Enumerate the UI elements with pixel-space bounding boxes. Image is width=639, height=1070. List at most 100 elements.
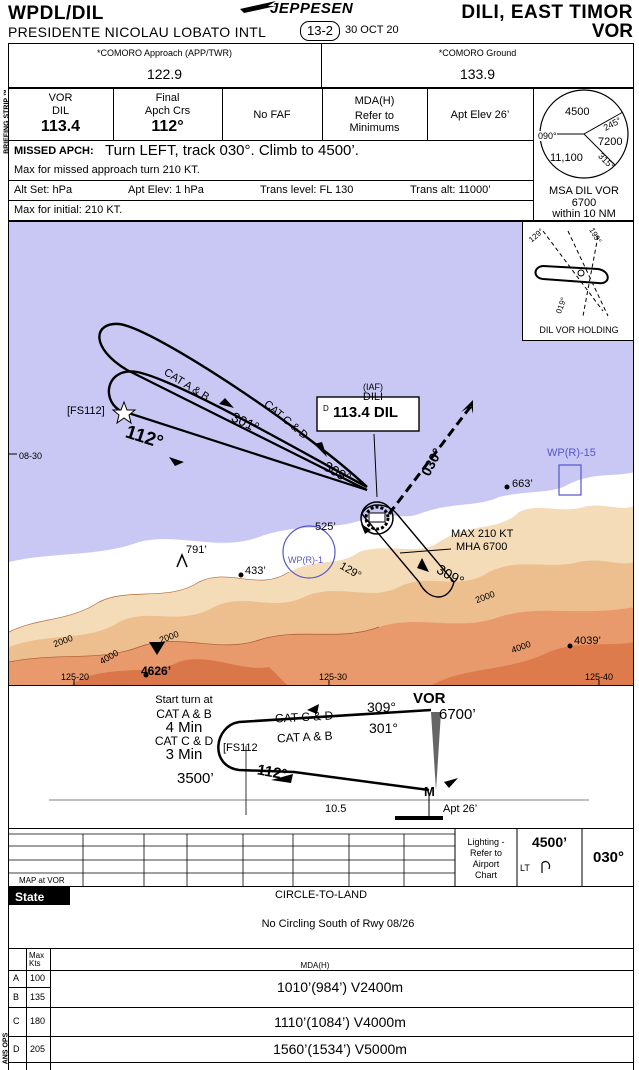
mda-title: MDA(H): [354, 95, 395, 107]
faf-text: No FAF: [253, 109, 291, 121]
briefing-col-1: [113, 88, 114, 140]
profile-view: Start turn at CAT A & B 4 Min CAT C & D …: [8, 686, 634, 829]
fs112-label: [FS112]: [67, 405, 105, 417]
city-name: DILI, EAST TIMOR: [461, 2, 633, 23]
approach-freq: 122.9: [146, 66, 183, 82]
max-210-label: MAX 210 KT: [451, 528, 514, 540]
holding-inset: 129° 199° 019° DIL VOR HOLDING: [522, 222, 633, 341]
kts-d: 205: [30, 1044, 46, 1054]
chart-date: 30 OCT 20: [345, 24, 399, 36]
msa-divider: [533, 88, 534, 221]
elev-433: 433’: [245, 565, 266, 577]
max-kts-2: Kts: [29, 959, 41, 968]
min-col-1: [26, 948, 27, 1070]
missed-sub: Max for missed approach turn 210 KT.: [14, 164, 200, 176]
ground-label: *COMORO Ground: [438, 48, 517, 58]
min-col-2: [50, 948, 51, 1070]
procedure-type: VOR: [591, 21, 633, 42]
holding-inset-diagram: [534, 230, 609, 317]
lighting-l2: Refer to: [469, 848, 502, 858]
elev-4626: 4626’: [141, 664, 172, 678]
crs-title: Final: [155, 92, 180, 104]
nav-title: VOR: [48, 92, 73, 104]
elev-791: 791’: [186, 544, 207, 556]
apt-elev: Apt Elev 26’: [450, 109, 510, 121]
plan-view-map: [9, 222, 633, 685]
profile-fs112: [FS112: [223, 742, 258, 754]
map-at-label: MAP at VOR: [19, 876, 65, 885]
alt-set: Alt Set: hPa: [14, 184, 73, 196]
holding-caption: DIL VOR HOLDING: [539, 325, 619, 335]
briefing-col-3: [322, 88, 323, 140]
lon-12520: 125-20: [61, 672, 90, 682]
wp1-label: WP(R)-1: [288, 555, 323, 565]
briefing-divider-3: [8, 200, 533, 201]
msa-alt-north: 4500: [565, 106, 590, 118]
msa-caption-3: within 10 NM: [552, 208, 616, 220]
wp15-label: WP(R)-15: [547, 447, 596, 459]
lighting-l4: Chart: [474, 870, 497, 880]
briefing-col-4: [427, 88, 428, 140]
mda-row-c: 1110’(1084’) V4000m: [274, 1014, 406, 1030]
cat-c: C: [13, 1016, 20, 1026]
cat-b: B: [13, 992, 20, 1002]
ans-ops-label: ANS OPS: [2, 1032, 10, 1065]
row-line-a: [8, 970, 634, 971]
profile-alt-6700: 6700’: [439, 706, 476, 723]
profile-cat-ab: CAT A & B: [276, 728, 333, 746]
mda-row-ab: 1010’(984’) V2400m: [276, 979, 404, 995]
msa-alt-east: 7200: [598, 136, 623, 148]
crs-sub: Apch Crs: [144, 105, 191, 117]
missed-label: MISSED APCH:: [14, 145, 94, 157]
dili-label: DILI: [362, 391, 384, 403]
jeppesen-logo-icon: [240, 1, 276, 13]
lat-0830: 08-30: [19, 451, 43, 461]
profile-distance: 10.5: [325, 803, 347, 815]
nav-ident: DIL: [51, 105, 70, 117]
mda-line2: Minimums: [349, 122, 400, 134]
mda-row-d: 1560’(1534’) V5000m: [273, 1041, 407, 1057]
trans-level: Trans level: FL 130: [260, 184, 354, 196]
row-line-e: [8, 1062, 634, 1063]
msa-brg-090: 090°: [538, 131, 557, 141]
kts-b: 135: [30, 992, 46, 1002]
chart-index: 13-2: [300, 21, 340, 41]
briefing-col-2: [222, 88, 223, 140]
profile-course-301: 301°: [369, 720, 398, 736]
briefing-divider-2: [8, 180, 533, 181]
missed-crs: 030°: [592, 849, 625, 866]
profile-map-m: M: [424, 784, 435, 799]
msa-caption-2: 6700: [571, 197, 597, 209]
briefing-divider-1: [8, 140, 533, 141]
nav-freq: 113.4: [40, 118, 81, 135]
lighting-l1: Lighting -: [467, 837, 505, 847]
airport-ident: WPDL/DIL: [8, 3, 104, 24]
elev-4039: 4039’: [574, 635, 601, 647]
msa-caption-1: MSA DIL VOR: [549, 185, 619, 197]
row-line-c: [8, 1007, 634, 1008]
plan-view: 129° 199° 019° DIL VOR HOLDING [FS112] 1…: [8, 221, 634, 686]
elev-525: 525’: [315, 521, 336, 533]
mda-header: MDA(H): [300, 961, 330, 970]
vor-dme-d: D: [323, 404, 329, 413]
comms-divider: [321, 43, 322, 88]
turn-text-2: CAT A & B: [156, 707, 212, 721]
missed-lt: LT: [520, 863, 530, 873]
ground-freq: 133.9: [459, 66, 496, 82]
turn-text-3: 4 Min: [165, 719, 203, 736]
max-kts-1: Max: [29, 951, 45, 960]
elev-663: 663’: [512, 478, 533, 490]
missed-text: Turn LEFT, track 030°. Climb to 4500’.: [105, 142, 359, 159]
circle-title: CIRCLE-TO-LAND: [274, 889, 368, 901]
iaf-label: (IAF): [363, 382, 383, 392]
profile-vor: VOR: [413, 690, 446, 707]
missed-alt: 4500’: [531, 834, 568, 850]
row-line-d: [8, 1036, 634, 1037]
trans-alt: Trans alt: 11000’: [410, 184, 491, 196]
msa-alt-west: 11,100: [550, 152, 583, 164]
profile-alt-3500: 3500’: [177, 770, 214, 787]
cat-a: A: [13, 973, 20, 983]
mha-label: MHA 6700: [456, 541, 508, 553]
turn-text-5: 3 Min: [165, 746, 203, 763]
kts-c: 180: [30, 1016, 46, 1026]
